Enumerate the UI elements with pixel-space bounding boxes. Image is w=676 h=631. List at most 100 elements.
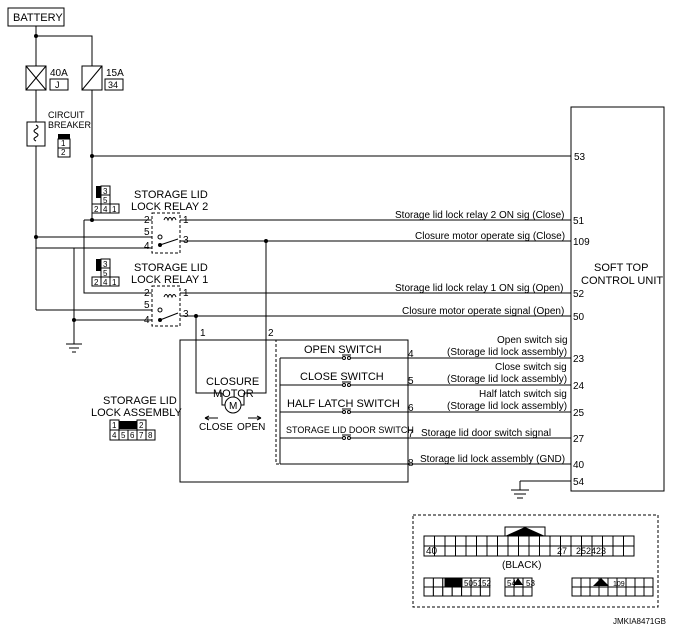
- svg-text:5: 5: [103, 196, 108, 205]
- fuse-15a-rating: 15A: [106, 68, 124, 79]
- svg-text:6: 6: [130, 431, 135, 440]
- svg-text:5: 5: [121, 431, 126, 440]
- svg-text:7: 7: [139, 431, 144, 440]
- open-switch-pin: 4: [408, 349, 414, 360]
- cu-pin-52: 52: [573, 289, 585, 300]
- svg-text:4: 4: [103, 278, 108, 287]
- door-switch: [280, 434, 408, 440]
- ground-symbol-right: [511, 489, 529, 499]
- conn-pin-53: 53: [526, 579, 535, 588]
- motor-pin-2: 2: [268, 328, 274, 339]
- relay1-name-1: STORAGE LID: [134, 262, 208, 274]
- connector-small-3: [571, 577, 654, 597]
- signal-label-109: Closure motor operate sig (Close): [415, 231, 565, 242]
- relay1-pin-2: 2: [144, 288, 150, 299]
- close-switch: [280, 381, 408, 387]
- assembly-name-2: LOCK ASSEMBLY: [91, 407, 183, 419]
- signal-label-25b: (Storage lid lock assembly): [447, 401, 567, 412]
- svg-text:2: 2: [94, 278, 99, 287]
- soft-top-control-unit: [570, 106, 665, 492]
- svg-text:3: 3: [103, 260, 108, 269]
- battery-label: BATTERY: [13, 12, 63, 24]
- cu-pin-23: 23: [573, 354, 585, 365]
- open-label: OPEN: [237, 422, 265, 433]
- connector-small-1: [423, 577, 491, 597]
- relay2-pin-2: 2: [144, 215, 150, 226]
- relay2-symbol: [151, 212, 181, 254]
- conn-pin-27: 27: [557, 546, 567, 556]
- svg-text:4: 4: [103, 205, 108, 214]
- relay2-name-1: STORAGE LID: [134, 189, 208, 201]
- relay2-pin-4: 4: [144, 241, 150, 252]
- cu-pin-51: 51: [573, 216, 585, 227]
- svg-text:1: 1: [112, 421, 117, 430]
- lock-assembly-box: [179, 339, 409, 483]
- signal-label-24b: (Storage lid lock assembly): [447, 374, 567, 385]
- fuse-40a-code: J: [55, 80, 60, 90]
- conn-pin-23: 23: [596, 546, 606, 556]
- conn-pin-109: 109: [613, 581, 625, 588]
- half-latch-switch-label: HALF LATCH SWITCH: [287, 398, 400, 410]
- connector-main: [423, 526, 635, 557]
- ground-symbol-left: [66, 343, 82, 353]
- control-unit-name-1: SOFT TOP: [594, 262, 648, 274]
- cu-pin-50: 50: [573, 312, 585, 323]
- assembly-name-1: STORAGE LID: [103, 395, 177, 407]
- close-label: CLOSE: [199, 422, 233, 433]
- door-switch-pin: 7: [408, 429, 414, 440]
- connector-small-2: [504, 577, 533, 597]
- fuse-15a-symbol: [81, 65, 103, 91]
- circuit-breaker-label-1: CIRCUIT: [48, 110, 85, 120]
- cu-pin-27: 27: [573, 434, 585, 445]
- close-switch-pin: 5: [408, 376, 414, 387]
- circuit-breaker-symbol: [26, 121, 46, 147]
- signal-label-51: Storage lid lock relay 2 ON sig (Close): [395, 210, 565, 221]
- relay1-name-2: LOCK RELAY 1: [131, 274, 208, 286]
- relay2-name-2: LOCK RELAY 2: [131, 201, 208, 213]
- relay1-pin-3: 3: [183, 309, 189, 320]
- circuit-breaker-connector: 1 2: [57, 134, 71, 158]
- svg-text:8: 8: [148, 431, 153, 440]
- cu-pin-25: 25: [573, 408, 585, 419]
- open-switch: [280, 354, 408, 360]
- fuse-40a-symbol: [25, 65, 47, 91]
- closure-motor: M: [204, 393, 262, 421]
- close-switch-label: CLOSE SWITCH: [300, 371, 384, 383]
- door-switch-label: STORAGE LID DOOR SWITCH: [286, 425, 414, 435]
- relay1-symbol: [151, 285, 181, 327]
- svg-text:2: 2: [94, 205, 99, 214]
- motor-label-1: CLOSURE: [206, 376, 259, 388]
- conn-pin-54: 54: [507, 579, 516, 588]
- motor-label-2: MOTOR: [213, 388, 254, 400]
- relay1-connector: 3 5 2 4 1: [91, 258, 120, 287]
- signal-label-25a: Half latch switch sig: [479, 389, 567, 400]
- signal-label-52: Storage lid lock relay 1 ON sig (Open): [395, 283, 563, 294]
- relay2-connector: 3 5 2 4 1: [91, 185, 120, 214]
- conn-pin-25: 25: [576, 546, 586, 556]
- signal-label-24a: Close switch sig: [495, 362, 567, 373]
- conn-pin-51: 51: [473, 579, 482, 588]
- control-unit-name-2: CONTROL UNIT: [581, 275, 663, 287]
- svg-text:1: 1: [112, 205, 117, 214]
- svg-text:2: 2: [61, 148, 66, 157]
- half-latch-switch-pin: 6: [408, 403, 414, 414]
- relay1-pin-5: 5: [144, 300, 150, 311]
- circuit-breaker-label-2: BREAKER: [48, 120, 92, 130]
- svg-text:M: M: [229, 401, 237, 412]
- svg-text:5: 5: [103, 269, 108, 278]
- cu-pin-54: 54: [573, 477, 585, 488]
- signal-label-23b: (Storage lid lock assembly): [447, 347, 567, 358]
- connector-color-label: (BLACK): [502, 560, 541, 571]
- motor-pin-1: 1: [200, 328, 206, 339]
- conn-pin-40: 40: [426, 546, 438, 557]
- figure-code: JMKIA8471GB: [613, 617, 666, 626]
- signal-label-27: Storage lid door switch signal: [421, 428, 551, 439]
- cu-pin-40: 40: [573, 460, 585, 471]
- svg-text:1: 1: [61, 139, 66, 148]
- svg-text:4: 4: [112, 431, 117, 440]
- open-switch-label: OPEN SWITCH: [304, 344, 382, 356]
- assembly-connector: 1 2 4 5 6 7 8: [109, 419, 156, 441]
- cu-pin-24: 24: [573, 381, 585, 392]
- half-latch-switch: [280, 408, 408, 414]
